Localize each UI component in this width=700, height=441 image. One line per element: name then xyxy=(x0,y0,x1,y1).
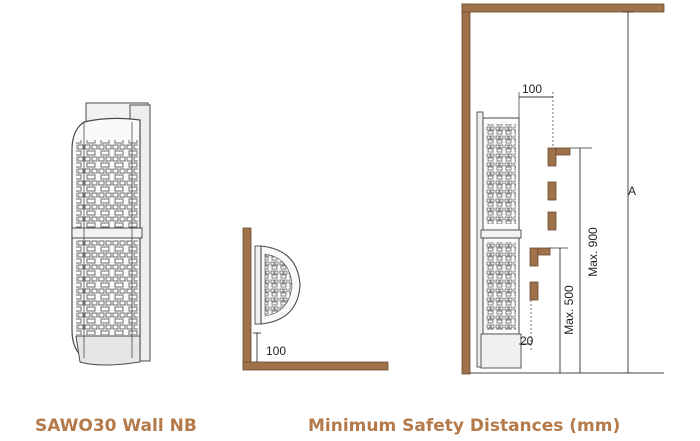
distances-caption: Minimum Safety Distances (mm) xyxy=(308,416,621,436)
max-900-label: Max. 900 xyxy=(586,227,600,277)
product-caption: SAWO30 Wall NB xyxy=(35,416,197,436)
height-a-label: A xyxy=(628,184,636,198)
side-clearance-label: 100 xyxy=(522,82,542,96)
heater-perspective-drawing xyxy=(71,102,151,366)
floor-clearance-label: 100 xyxy=(266,344,286,358)
front-clearance-label: 20 xyxy=(520,334,534,348)
side-elevation-drawing xyxy=(461,3,665,375)
max-500-label: Max. 500 xyxy=(562,285,576,335)
top-view-drawing xyxy=(242,227,389,371)
